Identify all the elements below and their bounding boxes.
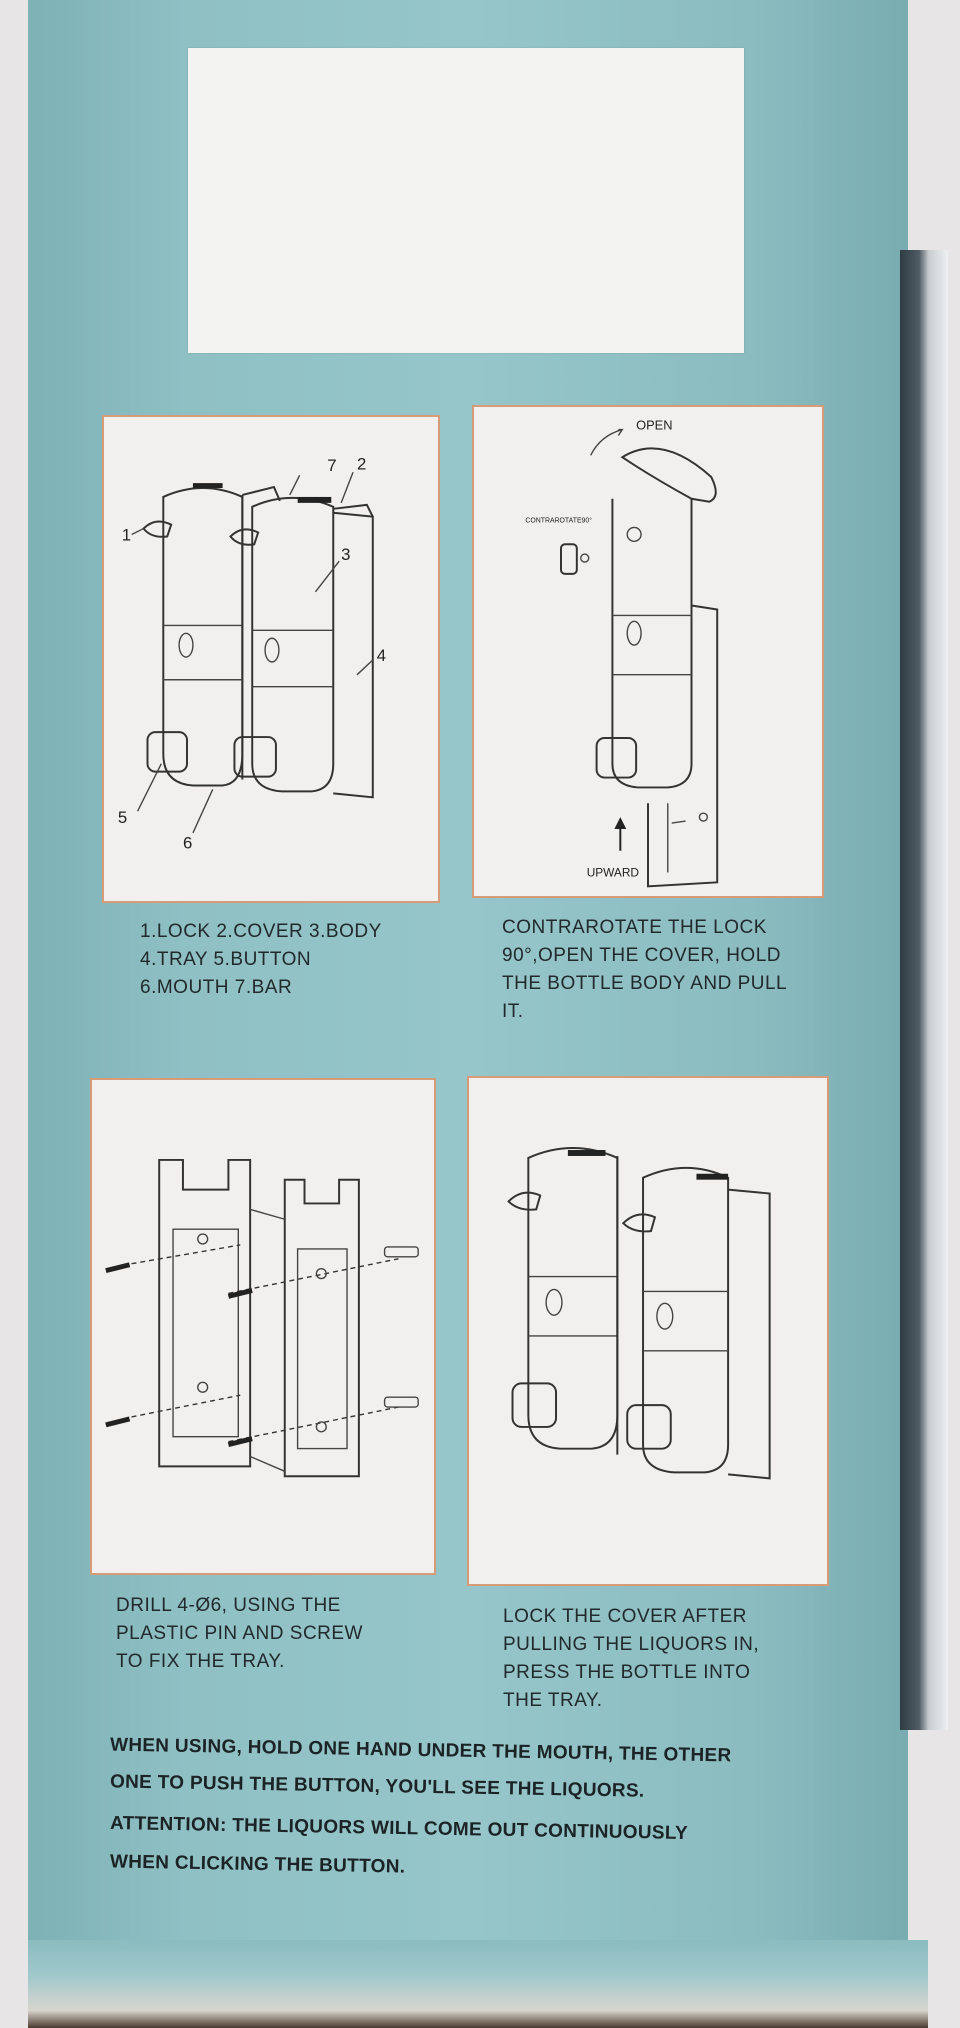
upward-label: UPWARD [587, 865, 639, 879]
open-label: OPEN [636, 418, 672, 433]
label-body-number: 3 [341, 545, 350, 564]
parts-diagram-panel: 1 2 3 4 5 6 7 [102, 415, 440, 903]
label-bar-number: 7 [327, 456, 336, 475]
label-mouth-number: 6 [183, 834, 192, 853]
lock-cover-panel [467, 1076, 829, 1586]
parts-diagram-illustration: 1 2 3 4 5 6 7 [118, 454, 386, 853]
drill-tray-panel [90, 1078, 436, 1575]
label-tray-number: 4 [377, 646, 386, 665]
parts-caption: 1.LOCK 2.COVER 3.BODY 4.TRAY 5.BUTTON 6.… [140, 921, 382, 998]
open-cover-caption: CONTRAROTATE THE LOCK 90°,OPEN THE COVER… [502, 917, 788, 1022]
blank-label-area [188, 48, 744, 353]
label-cover-number: 2 [357, 454, 366, 473]
open-cover-illustration: OPEN CONTRAROTATE90° UPWARD [525, 418, 719, 888]
label-button-number: 5 [118, 808, 127, 827]
label-lock-number: 1 [122, 525, 131, 544]
lock-cover-illustration [507, 1147, 771, 1480]
drill-tray-illustration [105, 1158, 419, 1478]
lock-cover-caption: LOCK THE COVER AFTER PULLING THE LIQUORS… [503, 1606, 760, 1711]
drill-caption: DRILL 4-Ø6, USING THE PLASTIC PIN AND SC… [116, 1595, 363, 1672]
box-bottom-edge [28, 1940, 928, 2028]
rotate-label: CONTRAROTATE90° [525, 516, 592, 524]
open-cover-panel: OPEN CONTRAROTATE90° UPWARD [472, 405, 824, 898]
box-side-edge [900, 250, 948, 1730]
